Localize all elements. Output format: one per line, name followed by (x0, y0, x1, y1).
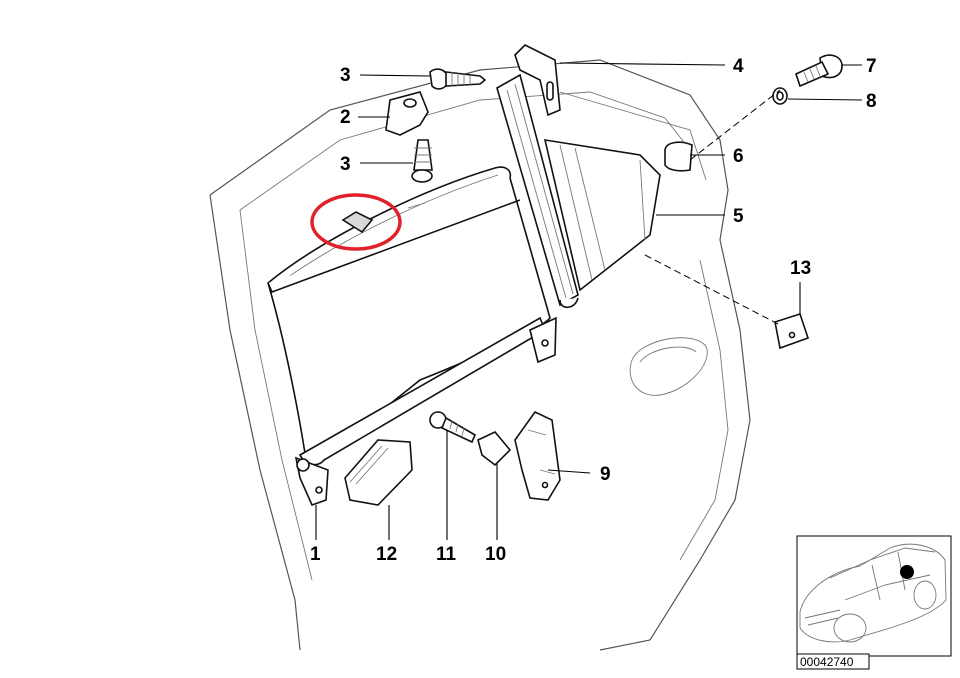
sun-blind-roller (267, 166, 557, 507)
screw-part-lower (411, 139, 433, 183)
highlight-circle (310, 193, 402, 251)
top-bracket-part (514, 44, 561, 117)
part-number: 00042740 (800, 655, 854, 669)
callout-10: 10 (485, 544, 506, 565)
inset-thumbnail: 00042740 (796, 535, 952, 670)
clip-part (385, 91, 429, 136)
cap-part (664, 141, 693, 172)
car-outline-icon (799, 543, 947, 643)
callout-labels: 1 2 3 3 4 5 6 7 8 9 10 11 12 13 (310, 56, 877, 565)
handle-cover-part (344, 439, 413, 506)
callout-4: 4 (733, 56, 744, 77)
bracket-part (514, 410, 561, 501)
callout-7: 7 (866, 56, 877, 77)
callout-8: 8 (866, 91, 877, 112)
callout-6: 6 (733, 146, 744, 167)
callout-13: 13 (790, 258, 811, 279)
callout-5: 5 (733, 206, 744, 227)
screw-part-upper (429, 68, 487, 90)
callout-12: 12 (376, 544, 397, 565)
location-marker (900, 565, 914, 579)
screw-part-11 (429, 411, 477, 444)
callout-1: 1 (310, 544, 321, 565)
clip-nut-part (774, 312, 810, 350)
leader-lines (315, 62, 863, 540)
callout-3b: 3 (340, 154, 351, 175)
washer-part (772, 87, 788, 105)
bolt-part (795, 54, 843, 88)
callout-9: 9 (600, 464, 611, 485)
catch-part (477, 431, 512, 467)
callout-2: 2 (340, 107, 351, 128)
callout-3a: 3 (340, 65, 351, 86)
guide-rail (496, 73, 661, 309)
callout-11: 11 (436, 544, 457, 565)
